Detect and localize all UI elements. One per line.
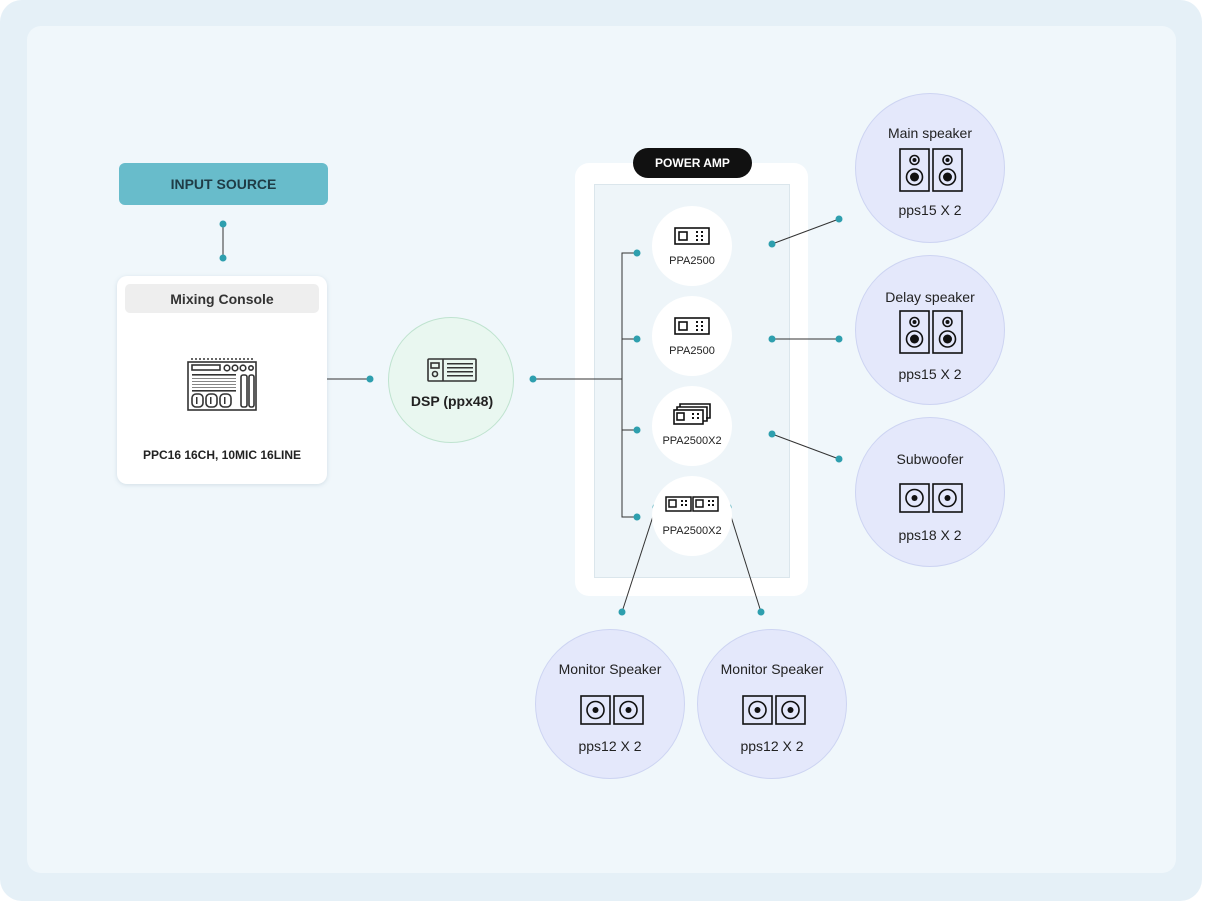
amp-label: PPA2500 xyxy=(669,255,715,267)
speaker-delay: Delay speaker pps15 X 2 xyxy=(855,255,1005,405)
dsp-rack-icon xyxy=(427,358,477,382)
speaker-model: pps18 X 2 xyxy=(898,527,962,543)
monitor-speaker-icon xyxy=(580,695,644,725)
subwoofer-icon xyxy=(899,483,963,513)
mixing-console-title: Mixing Console xyxy=(125,284,319,313)
speaker-main: Main speaker pps15 X 2 xyxy=(855,93,1005,243)
speaker-model: pps15 X 2 xyxy=(898,202,962,218)
amp-node-3: PPA2500X2 xyxy=(652,386,732,466)
amp-node-2: PPA2500 xyxy=(652,296,732,376)
input-source-label: INPUT SOURCE xyxy=(170,176,277,192)
speaker-subwoofer: Subwoofer pps18 X 2 xyxy=(855,417,1005,567)
amplifier-icon xyxy=(674,227,710,245)
tower-speaker-icon xyxy=(899,148,963,192)
power-amp-title-text: POWER AMP xyxy=(655,156,730,170)
speaker-title: Main speaker xyxy=(887,125,973,141)
speaker-monitor-1: Monitor Speaker pps12 X 2 xyxy=(535,629,685,779)
amp-label: PPA2500X2 xyxy=(662,525,722,537)
amp-label: PPA2500 xyxy=(669,345,715,357)
amplifier-icon xyxy=(674,317,710,335)
amp-node-1: PPA2500 xyxy=(652,206,732,286)
speaker-title: Monitor Speaker xyxy=(720,661,824,677)
dsp-node: DSP (ppx48) xyxy=(388,317,514,443)
amp-node-4: PPA2500X2 xyxy=(652,476,732,556)
speaker-title: Monitor Speaker xyxy=(558,661,662,677)
dual-amplifier-icon xyxy=(665,496,719,512)
mixer-console-icon xyxy=(187,358,257,411)
speaker-monitor-2: Monitor Speaker pps12 X 2 xyxy=(697,629,847,779)
dsp-label: DSP (ppx48) xyxy=(410,393,494,409)
speaker-model: pps15 X 2 xyxy=(898,366,962,382)
speaker-title: Delay speaker xyxy=(885,289,975,305)
mixing-console-card: Mixing Console PPC16 16CH, 10MIC 16LINE xyxy=(117,276,327,484)
mixing-console-caption: PPC16 16CH, 10MIC 16LINE xyxy=(142,448,302,462)
speaker-model: pps12 X 2 xyxy=(740,738,804,754)
power-amp-title: POWER AMP xyxy=(633,148,752,178)
tower-speaker-icon xyxy=(899,310,963,354)
speaker-model: pps12 X 2 xyxy=(578,738,642,754)
input-source-box: INPUT SOURCE xyxy=(119,163,328,205)
stacked-amplifier-icon xyxy=(673,403,711,425)
monitor-speaker-icon xyxy=(742,695,806,725)
speaker-title: Subwoofer xyxy=(896,451,964,467)
amp-label: PPA2500X2 xyxy=(662,435,722,447)
